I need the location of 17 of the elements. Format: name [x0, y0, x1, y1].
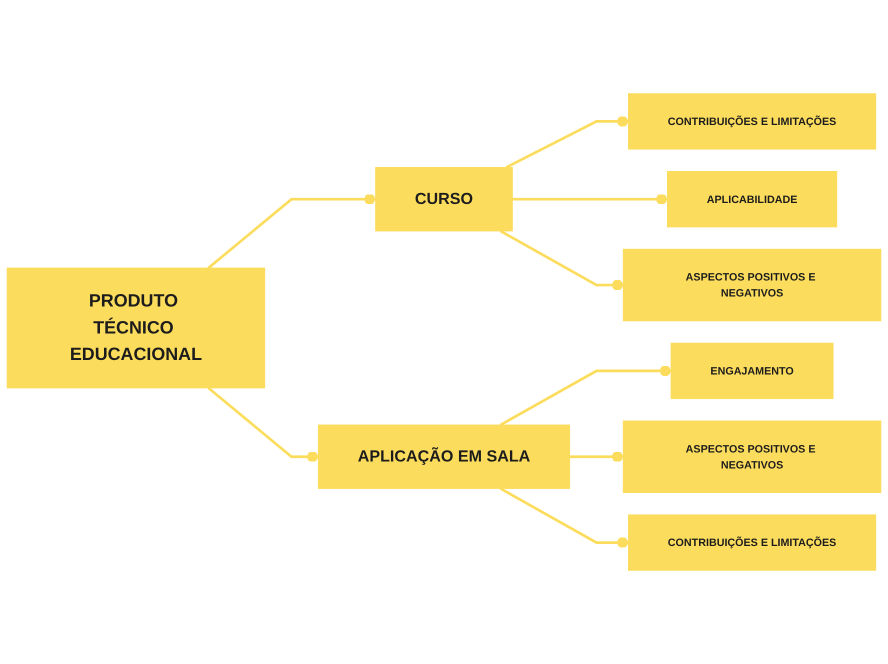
connector — [500, 230, 624, 290]
node-box: APLICABILIDADE — [666, 171, 838, 228]
connector — [207, 194, 376, 270]
node-box: ASPECTOS POSITIVOS E NEGATIVOS — [622, 248, 882, 322]
node-box: ENGAJAMENTO — [670, 342, 834, 400]
connector — [506, 116, 628, 169]
connector — [207, 386, 318, 462]
connector — [512, 194, 668, 205]
node-box: CONTRIBUIÇÕES E LIMITAÇÕES — [628, 93, 876, 150]
connector — [500, 487, 628, 548]
node-box: CONTRIBUIÇÕES E LIMITAÇÕES — [628, 514, 876, 571]
node-box: CURSO — [375, 167, 513, 232]
node-box: ASPECTOS POSITIVOS E NEGATIVOS — [622, 420, 882, 493]
node-box: PRODUTO TÉCNICO EDUCACIONAL — [6, 268, 266, 388]
connector — [570, 451, 624, 462]
connector — [500, 366, 672, 426]
node-box: APLICAÇÃO EM SALA — [318, 424, 570, 489]
